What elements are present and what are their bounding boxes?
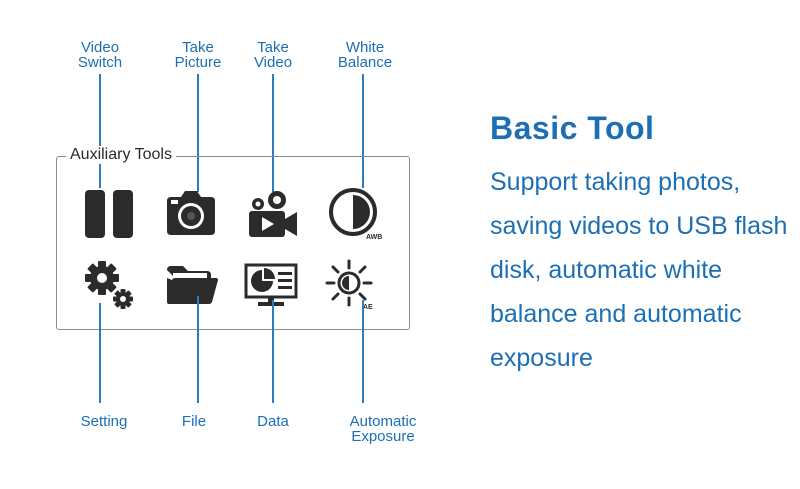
connector-video-switch [99, 74, 101, 188]
connector-data [272, 300, 274, 403]
ae-label: AE [363, 304, 373, 311]
data-icon [244, 263, 298, 306]
connector-file [197, 296, 199, 403]
connector-take-video [272, 74, 274, 192]
camera-icon [167, 191, 215, 235]
connector-white-balance [362, 74, 364, 188]
awb-label: AWB [366, 234, 382, 241]
pause-icon [85, 190, 133, 238]
connector-setting [99, 303, 101, 403]
file-button[interactable] [161, 256, 223, 314]
auxiliary-tools-panel [56, 156, 410, 330]
panel-title: Auxiliary Tools [66, 146, 176, 164]
callout-take-video: Take Video [253, 39, 293, 71]
take-picture-button[interactable] [160, 185, 222, 243]
callout-file: File [181, 413, 207, 430]
callout-setting: Setting [80, 413, 128, 430]
connector-take-picture [197, 74, 199, 192]
callout-take-picture: Take Picture [174, 39, 222, 71]
white-balance-button[interactable]: AWB [325, 185, 387, 243]
automatic-exposure-button[interactable]: AE [320, 256, 382, 314]
setting-button[interactable] [78, 256, 140, 314]
exposure-icon: AE [325, 259, 373, 311]
callout-automatic-exposure: Automatic Exposure [349, 413, 417, 445]
callout-data: Data [257, 413, 289, 430]
connector-automatic-exposure [362, 300, 364, 403]
callout-white-balance: White Balance [337, 39, 393, 71]
gear-icon [85, 261, 133, 309]
video-camera-icon [249, 191, 297, 237]
take-video-button[interactable] [241, 185, 303, 243]
folder-icon [167, 266, 218, 304]
data-button[interactable] [240, 256, 302, 314]
callout-video-switch: Video Switch [77, 39, 123, 71]
basic-tool-title: Basic Tool [490, 110, 655, 146]
basic-tool-description: Support taking photos, saving videos to … [490, 168, 788, 372]
video-switch-button[interactable] [78, 185, 140, 243]
white-balance-icon: AWB [329, 188, 382, 241]
